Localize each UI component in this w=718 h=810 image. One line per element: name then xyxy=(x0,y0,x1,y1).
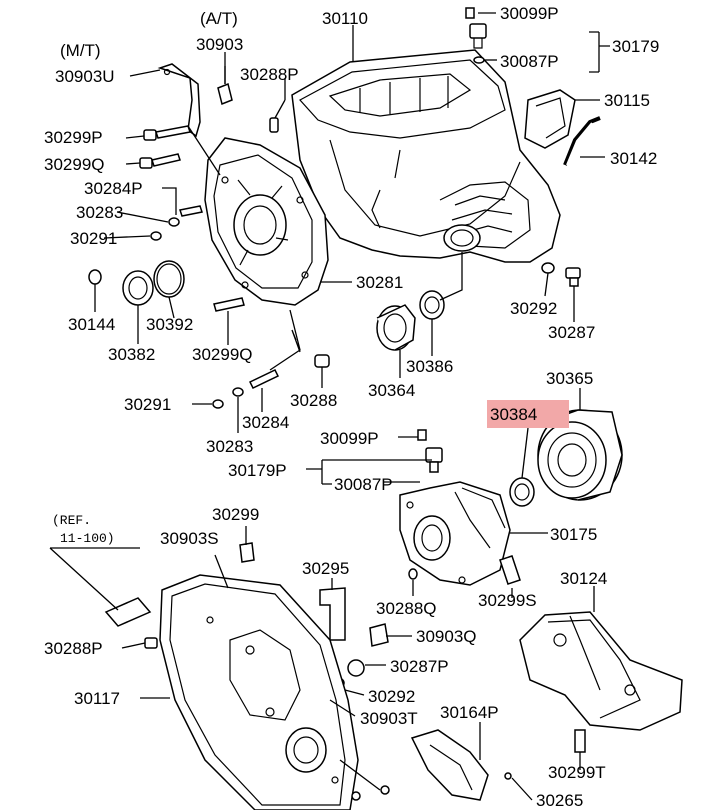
label-30292-top: 30292 xyxy=(510,299,557,318)
label-30291-top: 30291 xyxy=(70,229,117,248)
label-30364: 30364 xyxy=(368,381,415,400)
bracket-30903q xyxy=(369,623,389,647)
label-30284p: 30284P xyxy=(84,179,143,198)
nut-30291-top xyxy=(150,231,162,241)
label-30265: 30265 xyxy=(536,791,583,810)
bracket-30164p xyxy=(410,729,489,801)
label-30115: 30115 xyxy=(604,91,650,110)
leader-lines xyxy=(49,12,610,801)
clip-30265 xyxy=(504,772,512,780)
label-30288: 30288 xyxy=(290,391,337,410)
label-30179p: 30179P xyxy=(228,461,287,480)
label-30903s: 30903S xyxy=(160,529,219,548)
bearing-30365 xyxy=(537,409,623,501)
bolt-small-bottom-2 xyxy=(351,791,361,801)
label-30117: 30117 xyxy=(74,689,120,708)
stud-30284p xyxy=(179,205,203,217)
cover-30115 xyxy=(524,89,576,149)
label-30288p-lower: 30288P xyxy=(44,639,103,658)
dowel-30288p-lower xyxy=(144,637,158,649)
bolt-30299 xyxy=(239,542,255,563)
label-at: (A/T) xyxy=(200,9,238,28)
label-30903u: 30903U xyxy=(55,67,115,86)
label-30288p: 30288P xyxy=(240,65,299,84)
oil-seal-30382 xyxy=(122,270,154,306)
label-30283-top: 30283 xyxy=(76,203,123,222)
o-ring-30392 xyxy=(153,260,185,298)
nut-30283-lower xyxy=(232,387,244,397)
nut-30283 xyxy=(168,217,180,227)
converter-housing-30281 xyxy=(204,137,329,306)
bolt-30299s xyxy=(499,555,521,585)
speed-sensor-30099p-middle xyxy=(417,429,443,473)
label-30175: 30175 xyxy=(550,525,597,544)
bearing-30364 xyxy=(376,304,416,351)
label-30292-lower: 30292 xyxy=(368,687,415,706)
label-30287: 30287 xyxy=(548,323,595,342)
bracket-30903u xyxy=(157,63,201,138)
label-ref-line1: (REF. xyxy=(52,513,91,528)
label-30382: 30382 xyxy=(108,345,155,364)
plug-30287p xyxy=(347,659,365,677)
label-30384: 30384 xyxy=(490,405,537,424)
label-30299p: 30299P xyxy=(44,128,103,147)
label-30299q-lower: 30299Q xyxy=(192,345,253,364)
label-30110: 30110 xyxy=(322,9,368,28)
dowel-30288p xyxy=(269,117,279,133)
label-30087p-top: 30087P xyxy=(500,52,559,71)
bolt-30299p xyxy=(143,125,191,141)
label-30099p-top: 30099P xyxy=(500,4,559,23)
label-30903: 30903 xyxy=(196,35,243,54)
label-30299: 30299 xyxy=(212,505,259,524)
plug-30144 xyxy=(88,269,102,285)
label-30299s: 30299S xyxy=(478,591,537,610)
dowel-30288q xyxy=(408,568,418,580)
pipe-30142 xyxy=(563,116,601,166)
gasket-30292 xyxy=(541,262,555,274)
label-30299t: 30299T xyxy=(548,763,606,782)
bolt-small-bottom xyxy=(380,785,390,795)
nut-30291-lower xyxy=(212,399,224,409)
plug-30287 xyxy=(565,267,581,287)
label-30179: 30179 xyxy=(612,37,659,56)
label-30365: 30365 xyxy=(546,369,593,388)
label-30087p-middle: 30087P xyxy=(334,475,393,494)
label-30299q-top: 30299Q xyxy=(44,155,105,174)
transfer-case-30175 xyxy=(399,481,511,586)
speed-sensor-30099p-top xyxy=(465,7,487,64)
label-30281: 30281 xyxy=(356,273,403,292)
label-30283-lower: 30283 xyxy=(206,437,253,456)
label-30291-lower: 30291 xyxy=(124,395,171,414)
bolt-30299t xyxy=(574,729,586,753)
label-30903q: 30903Q xyxy=(416,627,477,646)
oil-seal-30384 xyxy=(509,477,535,507)
label-30142: 30142 xyxy=(610,149,657,168)
label-30124: 30124 xyxy=(560,569,607,588)
label-ref-line2: 11-100) xyxy=(60,531,115,546)
bolt-30299q-lower xyxy=(213,297,245,312)
label-30295: 30295 xyxy=(302,559,349,578)
stud-30284 xyxy=(248,369,280,389)
label-30903t: 30903T xyxy=(360,709,418,728)
highlight-30384 xyxy=(487,400,569,428)
label-30386: 30386 xyxy=(406,357,453,376)
label-30284: 30284 xyxy=(242,413,289,432)
label-30392: 30392 xyxy=(146,315,193,334)
dowel-30288 xyxy=(314,354,330,368)
hanger-30124 xyxy=(519,611,683,731)
label-mt: (M/T) xyxy=(60,41,101,60)
oil-seal-30386 xyxy=(419,290,445,320)
bolt-30299q xyxy=(139,153,181,169)
label-30287p: 30287P xyxy=(390,657,449,676)
label-30099p-middle: 30099P xyxy=(320,429,379,448)
transaxle-case-30110 xyxy=(291,49,561,263)
gasket-ref xyxy=(104,597,152,627)
label-30164p: 30164P xyxy=(440,703,499,722)
transaxle-case-30117 xyxy=(159,574,359,810)
label-30288q: 30288Q xyxy=(376,599,437,618)
label-30144: 30144 xyxy=(68,315,115,334)
